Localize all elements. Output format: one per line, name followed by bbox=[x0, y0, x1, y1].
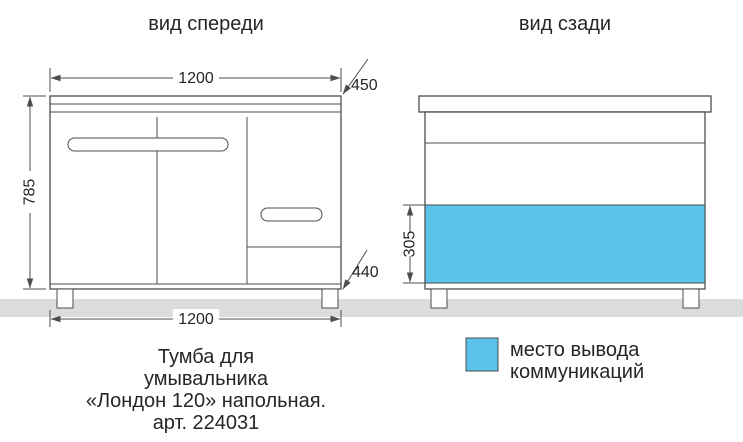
back-outlet-zone-highlight bbox=[424, 204, 706, 284]
front-dim-height: 785 bbox=[22, 95, 46, 290]
legend-color-swatch bbox=[465, 337, 499, 372]
dimension-line bbox=[342, 58, 369, 95]
back-leg-left bbox=[430, 288, 448, 309]
front-view-title: вид спереди bbox=[148, 13, 264, 35]
dim-label-backplate bbox=[173, 309, 219, 331]
dim-label-front-depth-top: 450 bbox=[351, 77, 378, 94]
caption-line-2: умывальника bbox=[144, 368, 269, 390]
product-caption: Тумба для умывальника «Лондон 120» напол… bbox=[86, 346, 326, 434]
front-dim-depth-top: 450 bbox=[342, 58, 378, 95]
legend-label-line-2: коммуникаций bbox=[510, 361, 644, 383]
dim-label-front-bottom-width: 1200 bbox=[178, 311, 214, 328]
front-cabinet-drawing bbox=[49, 95, 342, 309]
caption-line-4: арт. 224031 bbox=[153, 412, 260, 434]
back-dim-outlet-height: 305 bbox=[402, 204, 425, 284]
front-leg-left bbox=[56, 288, 74, 309]
front-dim-bottom-width: 1200 bbox=[49, 309, 342, 331]
caption-line-3: «Лондон 120» напольная. bbox=[86, 390, 326, 412]
front-cabinet-outline bbox=[49, 95, 342, 290]
back-countertop bbox=[418, 95, 712, 113]
front-long-handle bbox=[67, 137, 229, 152]
legend: место вывода коммуникаций bbox=[465, 337, 644, 383]
front-leg-right bbox=[321, 288, 339, 309]
front-view: 1200 450 785 440 1200 bbox=[22, 58, 379, 331]
legend-label-line-1: место вывода bbox=[510, 339, 640, 361]
front-dim-depth-bottom: 440 bbox=[342, 249, 379, 290]
front-dim-top-width: 1200 bbox=[49, 68, 342, 92]
floor-strip bbox=[0, 299, 743, 317]
dim-label-outlet-height: 305 bbox=[402, 231, 419, 258]
dimension-line bbox=[342, 249, 368, 290]
caption-line-1: Тумба для bbox=[158, 346, 254, 368]
back-cabinet-drawing bbox=[418, 95, 712, 309]
dim-label-front-top-width: 1200 bbox=[178, 70, 214, 87]
front-drawer-handle bbox=[260, 207, 323, 222]
back-view: 305 bbox=[402, 95, 712, 309]
dim-label-front-height: 785 bbox=[22, 179, 39, 206]
back-view-title: вид сзади bbox=[519, 13, 611, 35]
dim-label-front-depth-bottom: 440 bbox=[352, 264, 379, 281]
back-leg-right bbox=[682, 288, 700, 309]
